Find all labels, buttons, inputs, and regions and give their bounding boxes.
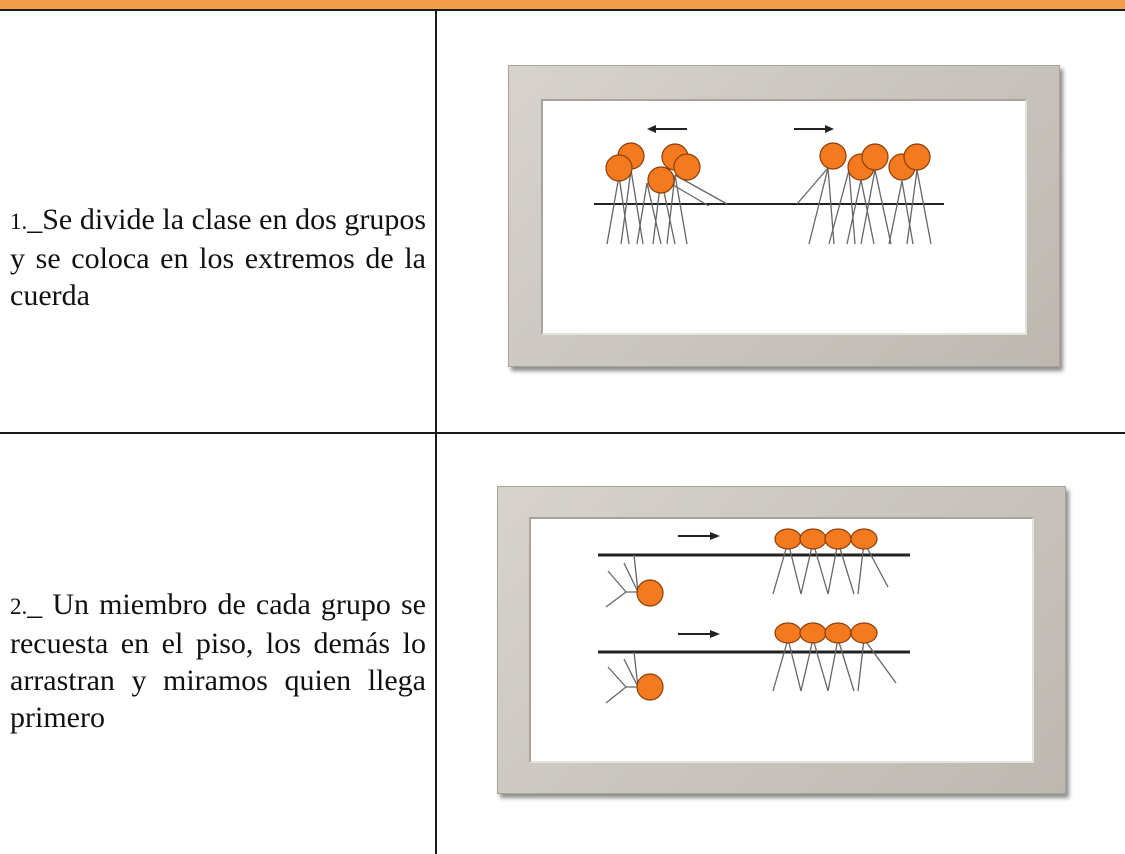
step-1-number: 1.	[10, 209, 28, 234]
row-divider	[0, 432, 1125, 434]
lying-person-head	[636, 579, 664, 607]
person-head	[774, 622, 802, 644]
illustration-1-canvas	[541, 99, 1027, 335]
person-head	[647, 166, 675, 194]
person-head	[850, 528, 878, 550]
person-head	[903, 143, 931, 171]
step-2-number: 2.	[10, 594, 28, 619]
person-head	[824, 622, 852, 644]
tug-of-war-illustration	[594, 125, 944, 245]
person-head	[605, 154, 633, 182]
drag-race-illustration	[598, 528, 910, 704]
person-head	[819, 142, 847, 170]
person-head	[774, 528, 802, 550]
arrow-right-head	[825, 125, 834, 133]
step-1-text: 1._Se divide la clase en dos grupos y se…	[10, 201, 426, 314]
illustration-2-frame	[497, 486, 1066, 794]
header-bar	[0, 0, 1125, 11]
arrow-top-head	[710, 532, 720, 540]
person-head	[673, 153, 701, 181]
person-head	[824, 528, 852, 550]
illustration-1-frame	[508, 65, 1060, 367]
person-head	[799, 622, 827, 644]
step-2-text: 2._ Un miembro de cada grupo se recuesta…	[10, 586, 426, 736]
person-head	[799, 528, 827, 550]
person-head	[861, 143, 889, 171]
arrow-bottom-head	[710, 630, 720, 638]
lying-person-head	[636, 673, 664, 701]
person-head	[850, 622, 878, 644]
step-2-description: _ Un miembro de cada grupo se recuesta e…	[10, 588, 426, 734]
arrow-left-head	[647, 125, 656, 133]
step-1-description: _Se divide la clase en dos grupos y se c…	[10, 203, 426, 312]
